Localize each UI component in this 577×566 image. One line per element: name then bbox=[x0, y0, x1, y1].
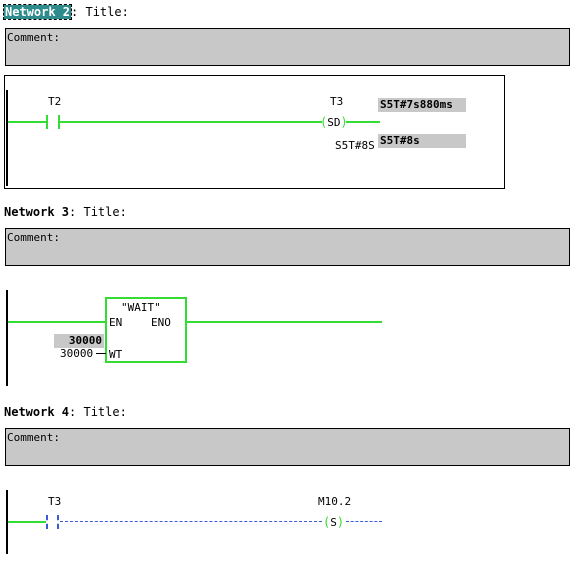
en-pin: EN bbox=[109, 316, 123, 329]
rung-wire bbox=[346, 121, 380, 123]
network-2-rung[interactable] bbox=[4, 75, 505, 189]
eno-wire bbox=[186, 321, 382, 323]
coil-address[interactable]: T3 bbox=[330, 95, 344, 108]
wt-pin-line bbox=[96, 353, 106, 354]
rung-wire bbox=[8, 121, 46, 123]
network-4-header[interactable]: Network 4: Title: bbox=[4, 405, 127, 419]
network-2-label[interactable]: Network 2 bbox=[2, 4, 73, 20]
eno-pin: ENO bbox=[151, 316, 171, 329]
network-2-comment[interactable]: Comment: bbox=[5, 28, 570, 66]
set-coil[interactable]: (S) bbox=[323, 515, 344, 530]
comment-label: Comment: bbox=[7, 431, 60, 444]
coil-type: S bbox=[330, 516, 337, 529]
sd-coil[interactable]: (SD) bbox=[320, 115, 348, 130]
coil-type: SD bbox=[327, 116, 341, 129]
network-3-label[interactable]: Network 3 bbox=[4, 205, 70, 219]
network-4-comment[interactable]: Comment: bbox=[5, 428, 570, 466]
rung-wire-unpowered bbox=[60, 521, 322, 522]
network-3-header[interactable]: Network 3: Title: bbox=[4, 205, 127, 219]
rung-wire-unpowered bbox=[346, 521, 382, 522]
status-preset-time: S5T#8s bbox=[378, 134, 466, 148]
en-wire bbox=[8, 321, 106, 323]
wt-pin: WT bbox=[109, 348, 123, 361]
wt-input-value[interactable]: 30000 bbox=[60, 347, 94, 360]
contact-address[interactable]: T2 bbox=[48, 95, 62, 108]
coil-address[interactable]: M10.2 bbox=[318, 495, 352, 508]
coil-open-paren: ( bbox=[323, 515, 331, 529]
contact-right-bar bbox=[57, 515, 59, 529]
rung-wire bbox=[60, 121, 322, 123]
coil-close-paren: ) bbox=[340, 115, 348, 129]
contact-left-bar bbox=[46, 115, 48, 129]
contact-right-bar bbox=[58, 115, 60, 129]
status-remaining-time: S5T#7s880ms bbox=[378, 98, 466, 112]
block-name: "WAIT" bbox=[121, 301, 161, 314]
coil-open-paren: ( bbox=[320, 115, 328, 129]
comment-label: Comment: bbox=[7, 231, 60, 244]
wait-function-block[interactable]: "WAIT" EN ENO WT bbox=[105, 297, 187, 363]
left-power-rail bbox=[6, 90, 8, 186]
comment-label: Comment: bbox=[7, 31, 60, 44]
contact-left-bar bbox=[46, 515, 48, 529]
timer-value[interactable]: S5T#8S bbox=[335, 139, 375, 152]
wt-status-value: 30000 bbox=[54, 334, 104, 348]
contact-address[interactable]: T3 bbox=[48, 495, 62, 508]
rung-wire-powered bbox=[8, 521, 46, 523]
left-power-rail bbox=[6, 490, 8, 554]
coil-close-paren: ) bbox=[336, 515, 345, 529]
network-4-label[interactable]: Network 4 bbox=[4, 405, 70, 419]
network-3-title[interactable]: : Title: bbox=[69, 205, 127, 219]
network-4-title[interactable]: : Title: bbox=[69, 405, 127, 419]
network-2-title[interactable]: : Title: bbox=[71, 5, 129, 19]
network-2-header[interactable]: Network 2: Title: bbox=[2, 4, 129, 20]
left-power-rail bbox=[6, 290, 8, 386]
network-3-comment[interactable]: Comment: bbox=[5, 228, 570, 266]
